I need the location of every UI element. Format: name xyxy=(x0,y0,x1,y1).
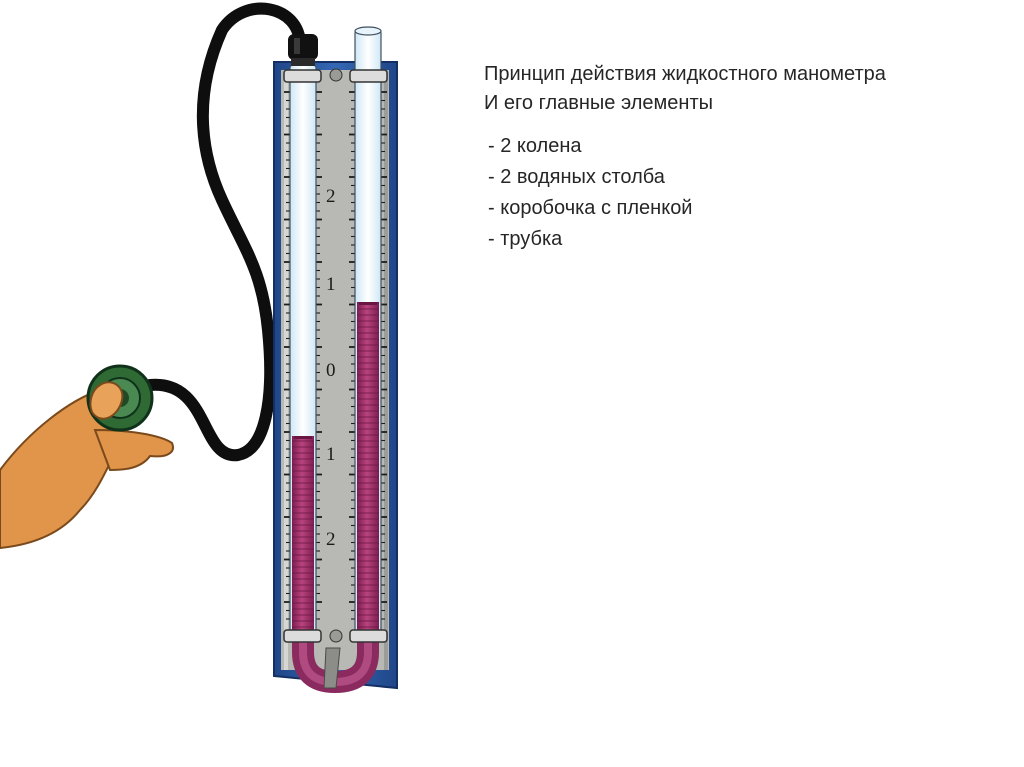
hose xyxy=(144,2,306,462)
slide-title-line-2: И его главные элементы xyxy=(484,92,713,114)
thumb xyxy=(89,381,124,420)
hose-connector xyxy=(288,34,318,66)
scale-label: 0 xyxy=(326,360,336,381)
list-item: - 2 водяных столба xyxy=(488,166,665,188)
list-item: - 2 колена xyxy=(488,135,582,157)
text-block: Принцип действия жидкостного манометра И… xyxy=(484,60,1014,255)
right-tube xyxy=(354,26,382,636)
right-tube-opening xyxy=(354,26,382,36)
scale-label: 1 xyxy=(326,444,336,465)
fingers xyxy=(93,428,174,472)
slide-title-line-1: Принцип действия жидкостного манометра xyxy=(484,63,886,85)
element-list: - 2 колена - 2 водяных столба - коробочк… xyxy=(484,131,1014,255)
left-tube xyxy=(289,64,317,636)
list-item: - коробочка с пленкой xyxy=(488,197,693,219)
palm xyxy=(0,388,124,550)
scale-label: 2 xyxy=(326,529,336,550)
list-item: - трубка xyxy=(488,228,563,250)
scale-ticks xyxy=(284,91,387,620)
scale-labels: 2 1 0 1 2 xyxy=(326,186,336,550)
scale-label: 2 xyxy=(326,186,336,207)
drain-plug xyxy=(323,647,341,689)
scale-label: 1 xyxy=(326,274,336,295)
tube-clamps xyxy=(283,68,388,643)
hand xyxy=(0,364,174,550)
